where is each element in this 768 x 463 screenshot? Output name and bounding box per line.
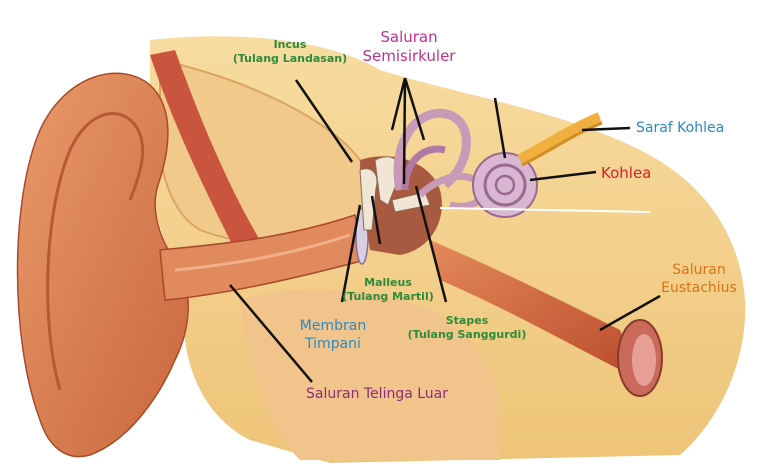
label-cochlear-nerve-text: Saraf Kohlea — [636, 120, 724, 138]
semicircular-pointer-c — [404, 78, 405, 184]
label-semicircular-line2: Semisirkuler — [354, 47, 464, 66]
label-incus-name: Incus — [215, 38, 365, 52]
label-tympanic-line2: Timpani — [288, 336, 378, 354]
label-cochlea: Kohlea — [601, 164, 651, 183]
label-ear-canal-text: Saluran Telinga Luar — [306, 386, 448, 404]
label-cochlear-nerve: Saraf Kohlea — [636, 120, 724, 138]
label-cochlea-text: Kohlea — [601, 164, 651, 183]
label-stapes-desc: (Tulang Sanggurdi) — [402, 328, 532, 342]
label-incus: Incus (Tulang Landasan) — [215, 38, 365, 66]
label-malleus: Malleus (Tulang Martil) — [338, 276, 438, 304]
label-semicircular: Saluran Semisirkuler — [354, 28, 464, 66]
label-stapes-name: Stapes — [402, 314, 532, 328]
label-malleus-name: Malleus — [338, 276, 438, 290]
label-incus-desc: (Tulang Landasan) — [215, 52, 365, 66]
label-semicircular-line1: Saluran — [354, 28, 464, 47]
label-eustachian-line1: Saluran — [654, 262, 744, 280]
label-ear-canal: Saluran Telinga Luar — [306, 386, 448, 404]
label-stapes: Stapes (Tulang Sanggurdi) — [402, 314, 532, 342]
label-eustachian-line2: Eustachius — [654, 280, 744, 298]
label-malleus-desc: (Tulang Martil) — [338, 290, 438, 304]
label-eustachian: Saluran Eustachius — [654, 262, 744, 297]
label-tympanic-line1: Membran — [288, 318, 378, 336]
label-tympanic: Membran Timpani — [288, 318, 378, 353]
